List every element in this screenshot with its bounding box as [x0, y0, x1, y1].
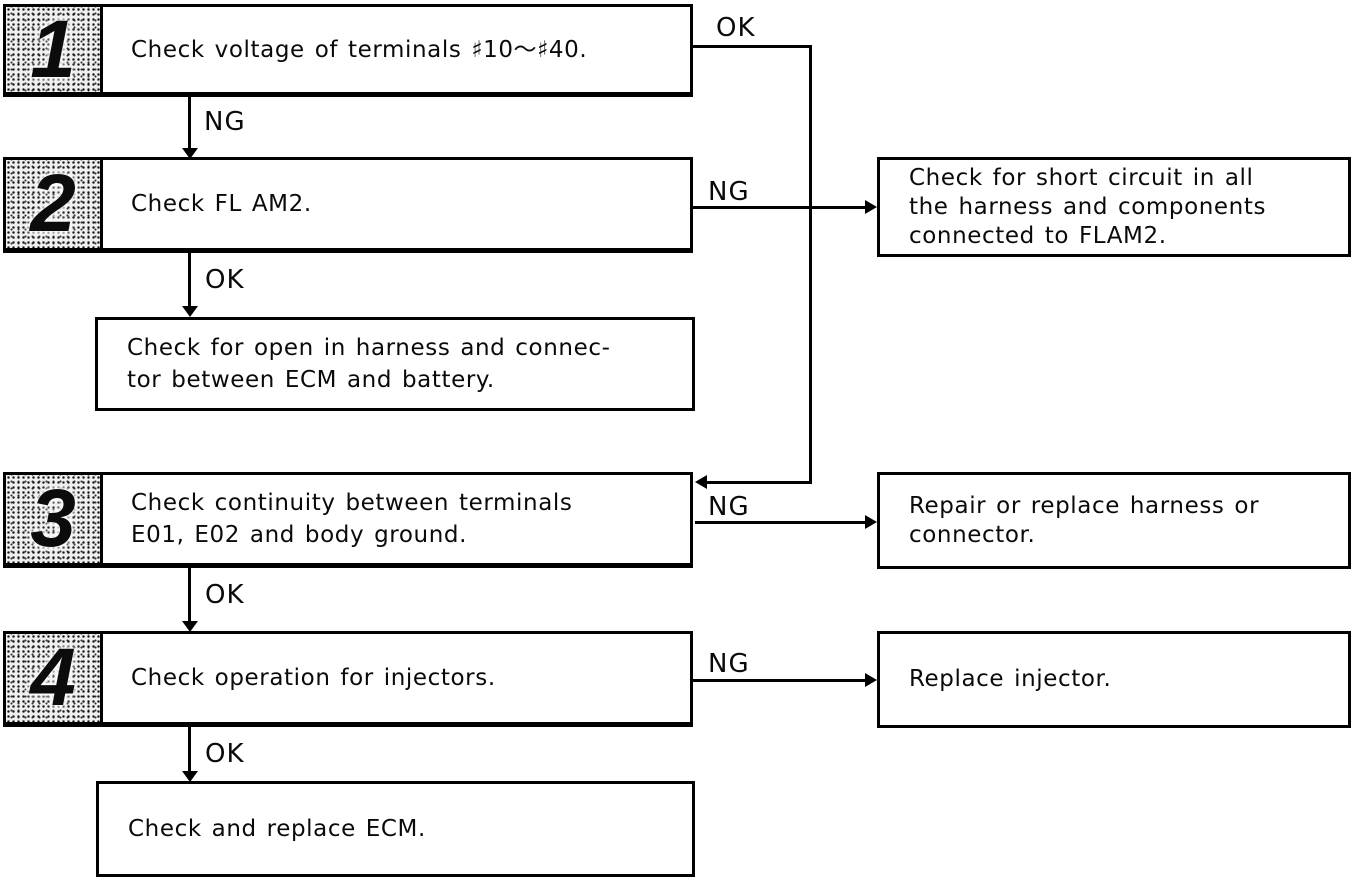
step2-ng-line: [693, 206, 865, 209]
repair-harness-text: Repair or replace harness or connector.: [909, 492, 1260, 548]
step-2-box: Check FL AM2.: [103, 160, 690, 248]
final-ecm-text: Check and replace ECM.: [128, 816, 426, 842]
step1-ng-line: [188, 97, 191, 150]
short-circuit-box: Check for short circuit in all the harne…: [877, 157, 1351, 257]
step-4-box: Check operation for injectors.: [103, 634, 690, 722]
step1-ok-line-return: [707, 481, 812, 484]
arrowhead-down-icon: [182, 771, 198, 782]
short-circuit-text: Check for short circuit in all the harne…: [909, 164, 1267, 249]
step-4-number-tab: 4: [6, 634, 103, 722]
step-2-text: Check FL AM2.: [131, 191, 312, 217]
arrowhead-right-icon: [865, 515, 877, 529]
step1-ok-label: OK: [716, 13, 756, 43]
step-3-row: 3 Check continuity between terminals E01…: [3, 472, 693, 568]
arrowhead-right-icon: [865, 673, 877, 687]
step-1-box: Check voltage of terminals ♯10～♯40.: [103, 7, 690, 92]
open-harness-box: Check for open in harness and connec- to…: [95, 317, 695, 411]
step1-ng-label: NG: [204, 107, 246, 137]
step-1-number-tab: 1: [6, 7, 103, 92]
step-3-number-tab: 3: [6, 475, 103, 563]
step-4-text: Check operation for injectors.: [131, 665, 496, 691]
final-ecm-box: Check and replace ECM.: [96, 781, 695, 877]
step-3-box: Check continuity between terminals E01, …: [103, 475, 690, 563]
arrowhead-down-icon: [182, 621, 198, 632]
step-1-text: Check voltage of terminals ♯10～♯40.: [131, 36, 588, 63]
step1-ok-line-horizontal: [693, 45, 812, 48]
step-2-number: 2: [30, 158, 76, 249]
step-2-row: 2 Check FL AM2.: [3, 157, 693, 253]
step-3-number: 3: [30, 473, 76, 564]
replace-injector-text: Replace injector.: [909, 666, 1112, 692]
step4-ok-label: OK: [205, 739, 245, 769]
step-3-text: Check continuity between terminals E01, …: [131, 490, 573, 548]
step1-ok-line-vertical: [809, 45, 812, 484]
step-4-row: 4 Check operation for injectors.: [3, 631, 693, 727]
step-1-row: 1 Check voltage of terminals ♯10～♯40.: [3, 4, 693, 97]
step3-ng-line: [695, 521, 865, 524]
step-1-number: 1: [30, 3, 76, 95]
arrowhead-down-icon: [182, 306, 198, 317]
step-4-number: 4: [30, 632, 76, 723]
step2-ok-line: [188, 253, 191, 310]
step4-ng-line: [693, 679, 865, 682]
arrowhead-right-icon: [865, 200, 877, 214]
arrowhead-left-icon: [695, 475, 707, 489]
step3-ok-label: OK: [205, 580, 245, 610]
step4-ng-label: NG: [708, 649, 750, 679]
arrowhead-down-icon: [182, 148, 198, 159]
open-harness-text: Check for open in harness and connec- to…: [127, 335, 611, 393]
step3-ng-label: NG: [708, 492, 750, 522]
replace-injector-box: Replace injector.: [877, 631, 1351, 728]
step2-ok-label: OK: [205, 265, 245, 295]
step2-ng-label: NG: [708, 177, 750, 207]
step4-ok-line: [188, 727, 191, 773]
repair-harness-box: Repair or replace harness or connector.: [877, 472, 1351, 569]
step-2-number-tab: 2: [6, 160, 103, 248]
step3-ok-line: [188, 568, 191, 623]
